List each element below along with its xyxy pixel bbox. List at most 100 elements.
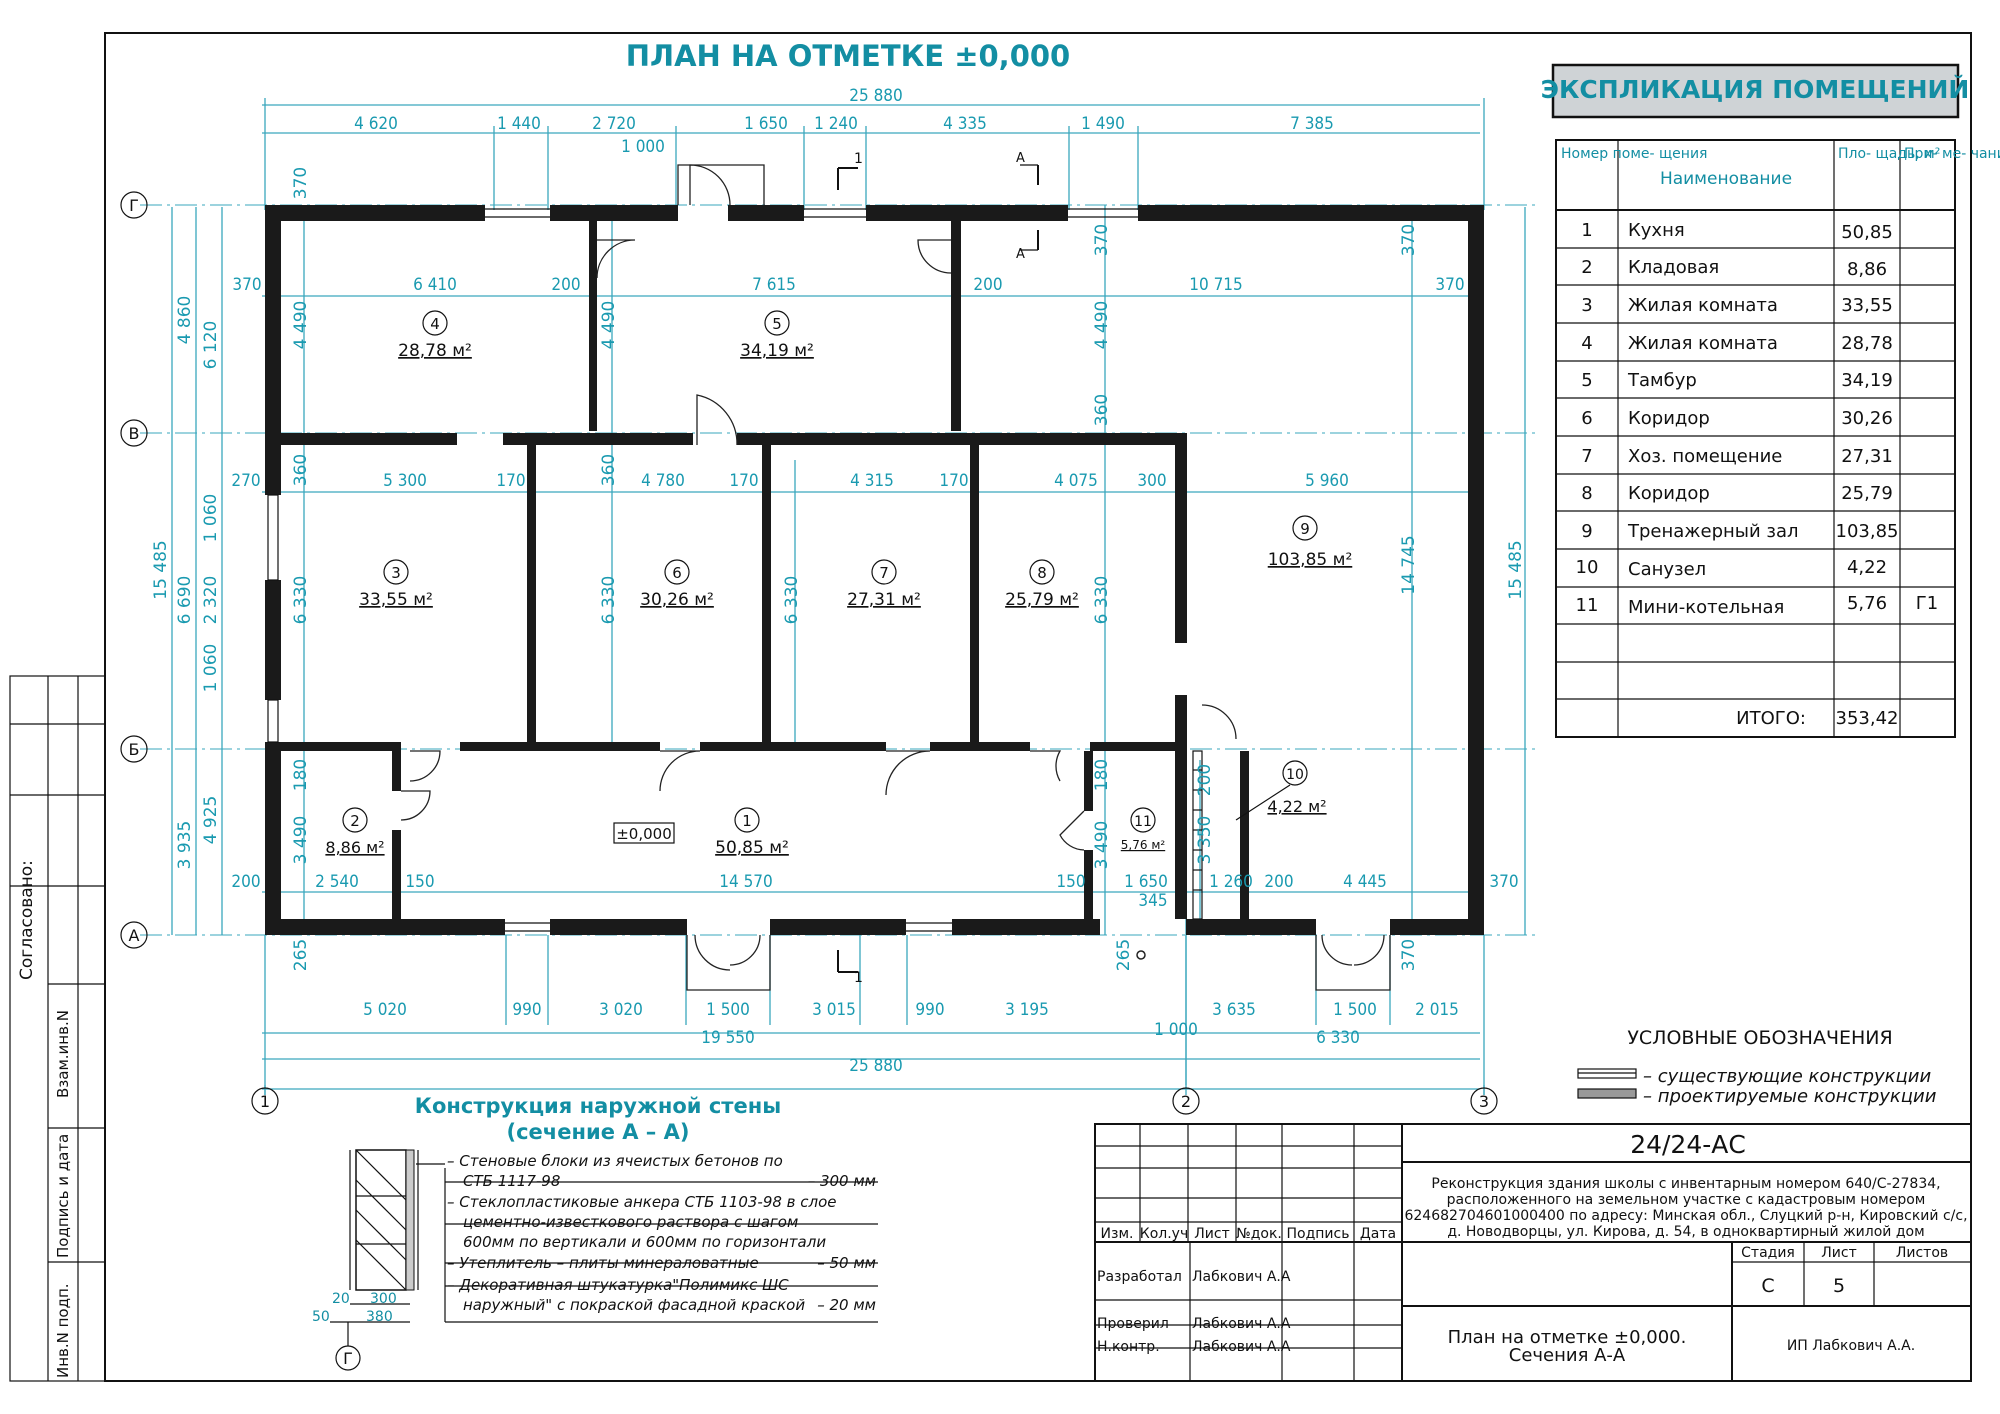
- section-mark-1-top: 1: [854, 151, 863, 167]
- room-area: 25,79 м²: [1005, 590, 1079, 610]
- row-name: Коридор: [1628, 483, 1710, 504]
- axis-col-3: 3: [1479, 1092, 1489, 1111]
- axis-bubbles: Г В Б А 1 2 3: [120, 191, 1498, 1115]
- tb-col-header: №док.: [1236, 1226, 1282, 1242]
- overall-width-bottom: 25 880: [849, 1056, 903, 1076]
- dim: 6 690: [175, 576, 195, 625]
- dim: 360: [1092, 394, 1112, 426]
- room-area: 50,85 м²: [715, 838, 789, 858]
- wall-section-subtitle: (сечение А – А): [507, 1120, 690, 1144]
- room-number: 6: [672, 564, 682, 582]
- room-7-label: 7 27,31 м²: [847, 559, 921, 610]
- axis-row-g: Г: [129, 196, 139, 215]
- plan-title: ПЛАН НА ОТМЕТКЕ ±0,000: [626, 39, 1071, 73]
- overall-width-top: 25 880: [849, 86, 903, 106]
- wall-layer-text: – Декоративная штукатурка"Полимикс ШС: [447, 1276, 789, 1294]
- wall-layer-text: – Стеклопластиковые анкера СТБ 1103-98 в…: [447, 1193, 837, 1211]
- room-number: 9: [1300, 520, 1310, 538]
- row-name: Хоз. помещение: [1628, 446, 1782, 467]
- explication-header-number: Номер поме- щения: [1561, 146, 1707, 162]
- room-number: 4: [430, 315, 440, 333]
- legend-existing: – существующие конструкции: [1643, 1066, 1931, 1087]
- wall-layer-text: СТБ 1117-98: [463, 1172, 560, 1190]
- top-dim: 1 650: [744, 114, 788, 134]
- room-number: 5: [772, 315, 782, 333]
- dim: 15 485: [1506, 540, 1526, 599]
- room-number: 10: [1286, 767, 1304, 783]
- room-area: 30,26 м²: [640, 590, 714, 610]
- row-area: 8,86: [1847, 259, 1887, 280]
- vertical-dimensions: 370 4 490 4 490 4 490 370 370 360 360 36…: [151, 167, 1526, 971]
- doors: [400, 164, 1391, 991]
- axis-row-a: А: [129, 926, 140, 945]
- tb-col-header: Изм.: [1101, 1226, 1134, 1242]
- dim: 2 015: [1415, 1000, 1459, 1020]
- explication-header-area: Пло- щадь, м²: [1838, 146, 1940, 162]
- row-area: 103,85: [1836, 521, 1899, 542]
- dim: 5 300: [383, 471, 427, 491]
- dim: 200: [231, 872, 260, 892]
- room-area: 103,85 м²: [1268, 550, 1353, 570]
- dim: 1 650: [1124, 872, 1168, 892]
- row-area: 33,55: [1841, 295, 1893, 316]
- dim: 200: [1264, 872, 1293, 892]
- dim: 2 320: [201, 576, 221, 625]
- wall-dim: 380: [366, 1309, 393, 1325]
- legend: УСЛОВНЫЕ ОБОЗНАЧЕНИЯ – существующие конс…: [1577, 1027, 1937, 1107]
- dim: 4 315: [850, 471, 894, 491]
- top-dim: 4 335: [943, 114, 987, 134]
- row-note: Г1: [1916, 593, 1938, 614]
- tb-role: Проверил: [1097, 1316, 1169, 1332]
- level-mark: ±0,000: [616, 825, 672, 843]
- section-mark-a-bottom: А: [1016, 247, 1025, 262]
- room-width-dimensions: 370 6 410 200 7 615 200 10 715 370 270 5…: [231, 275, 1518, 911]
- dim: 3 935: [175, 821, 195, 870]
- top-dim: 7 385: [1290, 114, 1334, 134]
- dim: 4 925: [201, 796, 221, 845]
- dim: 1 500: [1333, 1000, 1377, 1020]
- tb-col-header: Кол.уч: [1140, 1226, 1188, 1242]
- tb-description: 624682704601000400 по адресу: Минская об…: [1404, 1208, 1967, 1224]
- windows: [485, 208, 1138, 932]
- title-block: Изм. Кол.уч Лист №док. Подпись Дата Разр…: [1094, 1123, 1972, 1382]
- axis-row-b: Б: [129, 740, 140, 759]
- room-area: 8,86 м²: [325, 838, 384, 857]
- dim: 1 500: [706, 1000, 750, 1020]
- wall-layer-text: цементно-известкового раствора с шагом: [463, 1213, 798, 1231]
- row-num: 8: [1581, 483, 1592, 504]
- row-area: 28,78: [1841, 333, 1893, 354]
- tb-description: расположенного на земельном участке с ка…: [1447, 1192, 1926, 1208]
- dim: 150: [405, 872, 434, 892]
- tb-name: Лабкович А.А: [1192, 1339, 1291, 1355]
- tb-col-header: Лист: [1194, 1226, 1229, 1242]
- room-4-label: 4 28,78 м²: [398, 310, 472, 361]
- dim: 6 330: [1316, 1028, 1360, 1048]
- dim: 14 745: [1399, 535, 1419, 594]
- row-num: 9: [1581, 521, 1592, 542]
- axis-row-v: В: [129, 424, 140, 443]
- axis-col-1: 1: [260, 1092, 270, 1111]
- tb-description: Реконструкция здания школы с инвентарным…: [1431, 1176, 1940, 1192]
- room-area: 33,55 м²: [359, 590, 433, 610]
- room-10-label: 10 4,22 м²: [1235, 760, 1327, 821]
- dim: 370: [1092, 224, 1112, 256]
- room-8-label: 8 25,79 м²: [1005, 559, 1079, 610]
- room-9-label: 9 103,85 м²: [1268, 515, 1353, 570]
- dim: 990: [512, 1000, 541, 1020]
- legend-designed: – проектируемые конструкции: [1643, 1086, 1937, 1107]
- dim: 265: [1114, 939, 1134, 971]
- dim: 300: [1137, 471, 1166, 491]
- dim: 990: [915, 1000, 944, 1020]
- dim: 170: [729, 471, 758, 491]
- tb-stage-header: Листов: [1896, 1245, 1948, 1261]
- dim: 19 550: [701, 1028, 755, 1048]
- top-dim: 1 440: [497, 114, 541, 134]
- row-num: 3: [1581, 295, 1592, 316]
- dim: 200: [1195, 764, 1215, 796]
- row-name: Коридор: [1628, 408, 1710, 429]
- row-name: Санузел: [1628, 559, 1706, 580]
- room-labels: 1 50,85 м² 2 8,86 м² 3 33,55 м² 4 28,78 …: [325, 310, 1353, 858]
- stamp-inv-orig: Инв.N подп.: [54, 1283, 72, 1378]
- tb-role: Н.контр.: [1097, 1339, 1160, 1355]
- row-area: 5,76: [1847, 593, 1887, 614]
